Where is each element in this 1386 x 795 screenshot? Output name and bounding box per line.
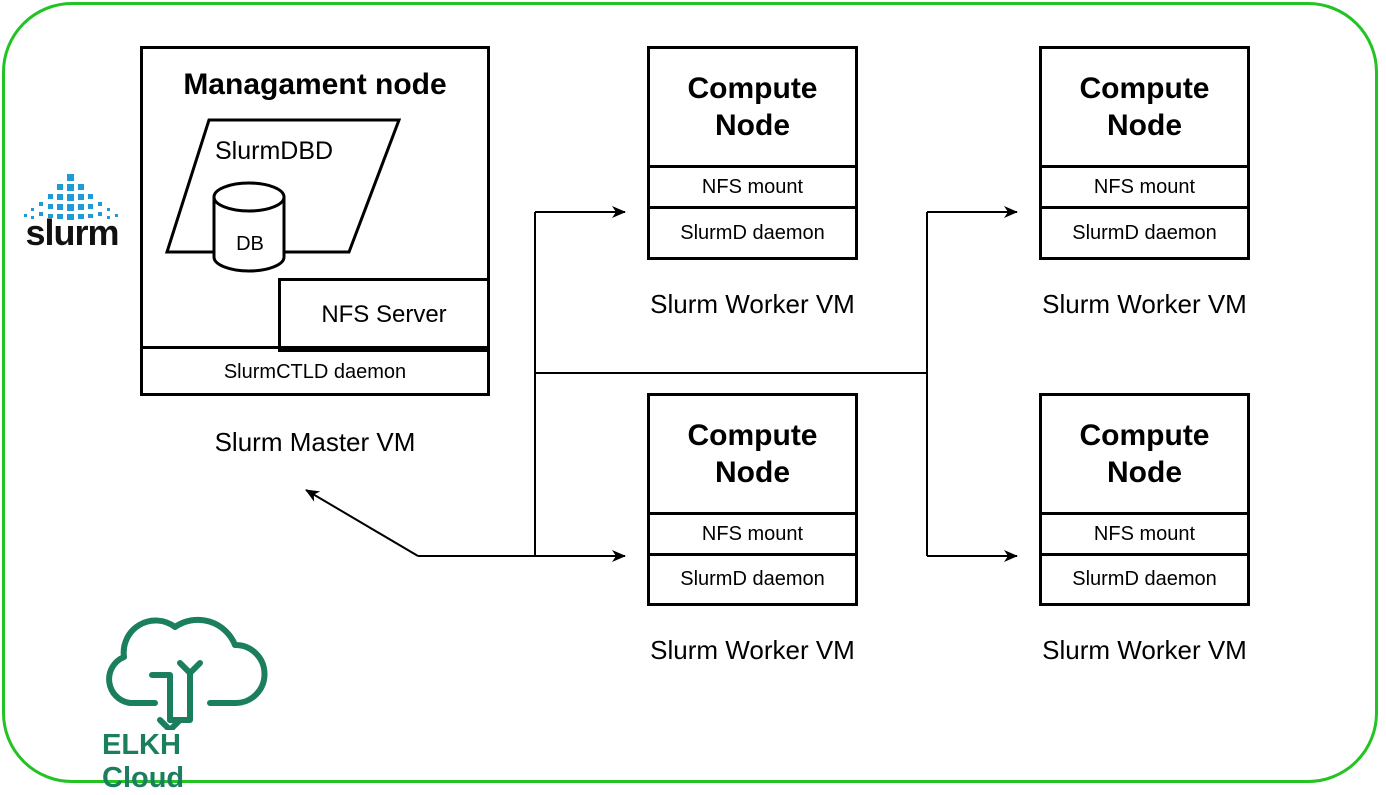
management-node: Managament node SlurmDBD DB NFS Server S… <box>140 46 490 396</box>
nfs-mount-label: NFS mount <box>1042 165 1247 209</box>
nfs-mount-label: NFS mount <box>650 165 855 209</box>
slurmctld-daemon: SlurmCTLD daemon <box>223 360 407 383</box>
worker-vm-label: Slurm Worker VM <box>650 288 855 319</box>
slurm-logo: slurm <box>20 172 124 254</box>
elkh-cloud-logo: ELKH Cloud <box>100 605 270 794</box>
nfs-server-box: NFS Server <box>278 278 487 352</box>
cloud-sync-icon <box>106 616 268 733</box>
nfs-mount-label: NFS mount <box>1042 512 1247 556</box>
database-icon <box>212 181 286 273</box>
slurmd-daemon-label: SlurmD daemon <box>680 221 825 244</box>
master-vm-label: Slurm Master VM <box>214 426 416 457</box>
slurm-dots-icon <box>24 174 118 220</box>
daemon-divider <box>140 346 490 349</box>
slurm-logo-text: slurm <box>25 212 119 253</box>
nfs-server-label: NFS Server <box>321 301 447 328</box>
slurmd-daemon-label: SlurmD daemon <box>1072 568 1217 590</box>
slurmdbd-shape <box>164 118 402 273</box>
worker-vm-label: Slurm Worker VM <box>650 634 855 665</box>
slurmdbd-label: SlurmDBD <box>215 137 334 165</box>
slurmd-daemon-label: SlurmD daemon <box>680 568 825 590</box>
cloud-frame <box>2 2 1378 783</box>
db-label: DB <box>236 232 264 255</box>
elkh-cloud-text: ELKH Cloud <box>102 729 185 794</box>
management-title: Managament node <box>183 68 447 101</box>
arrow-to-master <box>305 489 419 557</box>
worker-vm-label: Slurm Worker VM <box>1042 288 1247 319</box>
nfs-mount-label: NFS mount <box>650 512 855 556</box>
slurmd-daemon-label: SlurmD daemon <box>1072 221 1217 244</box>
worker-vm-label: Slurm Worker VM <box>1042 634 1247 665</box>
